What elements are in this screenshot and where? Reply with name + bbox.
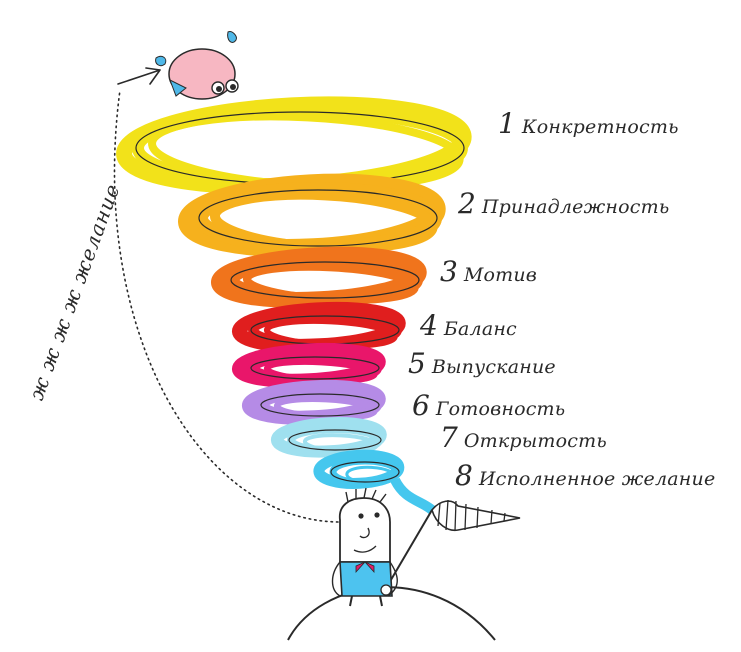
spiral-band-5 (231, 342, 386, 388)
step-5-number: 5 (408, 347, 426, 380)
step-1: 1 Конкретность (498, 110, 679, 138)
dotted-arrow-path (113, 89, 339, 523)
step-4: 4 Баланс (420, 312, 517, 340)
step-2-number: 2 (458, 187, 476, 220)
step-7-number: 7 (440, 421, 458, 454)
step-3-label: Мотив (463, 264, 538, 286)
step-6: 6 Готовность (412, 392, 565, 420)
step-5-label: Выпускание (431, 356, 556, 378)
pink-fish-icon (155, 31, 239, 100)
step-6-number: 6 (412, 389, 430, 422)
spiral-band-7 (270, 417, 387, 458)
step-8: 8 Исполненное желание (455, 462, 715, 490)
step-3-number: 3 (440, 255, 458, 288)
spiral-band-4 (231, 301, 406, 353)
step-1-label: Конкретность (521, 116, 679, 138)
step-2-label: Принадлежность (481, 196, 670, 218)
step-4-label: Баланс (443, 318, 517, 340)
step-7-label: Открытость (463, 430, 607, 452)
step-2: 2 Принадлежность (458, 190, 669, 218)
step-7: 7 Открытость (440, 424, 607, 452)
step-3: 3 Мотив (440, 258, 537, 286)
arrow-icon (117, 67, 161, 85)
step-6-label: Готовность (435, 398, 566, 420)
spiral-tail (390, 477, 436, 515)
step-5: 5 Выпускание (408, 350, 556, 378)
step-8-label: Исполненное желание (478, 468, 716, 490)
step-8-number: 8 (455, 459, 473, 492)
step-4-number: 4 (420, 309, 438, 342)
spiral-band-8 (313, 449, 405, 489)
spiral-band-6 (241, 379, 386, 425)
net-icon (384, 499, 521, 591)
man-with-net-icon (331, 487, 398, 607)
step-1-number: 1 (498, 107, 516, 140)
spiral-band-3 (210, 246, 427, 308)
spiral-band-2 (178, 173, 446, 257)
spiral-bands (116, 96, 472, 515)
